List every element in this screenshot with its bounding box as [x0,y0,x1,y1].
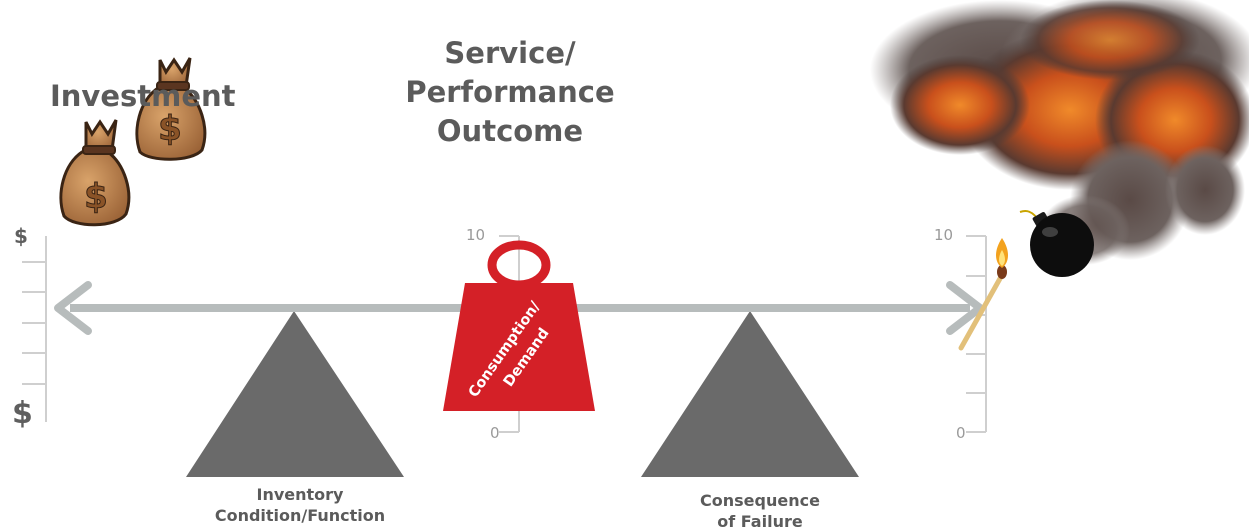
match-icon [958,238,1008,351]
left-fulcrum [186,311,404,477]
investment-label: Investment [50,79,236,113]
title-line-2: Performance [405,75,615,109]
consequence-caption-line1: Consequence [700,491,820,510]
inventory-caption: Inventory Condition/Function [160,484,440,526]
right-axis-top-label: 10 [934,226,954,244]
left-axis-top-label: $ [14,224,28,248]
consumption-weight: Consumption/ Demand [443,240,595,411]
inventory-caption-line1: Inventory [256,485,344,504]
inventory-caption-line2: Condition/Function [214,506,386,525]
diagram-title: Service/ Performance Outcome [370,34,650,151]
left-axis-bottom-label: $ [12,396,33,431]
right-axis [966,235,987,433]
consequence-caption: Consequence of Failure [630,490,890,531]
bomb-icon [1019,210,1094,277]
middle-axis-bottom-label: 0 [490,424,500,442]
right-axis-bottom-label: 0 [956,424,966,442]
left-axis [22,236,47,422]
right-fulcrum [641,311,859,477]
consequence-caption-line2: of Failure [717,512,803,531]
title-line-3: Outcome [436,114,584,148]
money-bag-icon: $ [135,57,207,161]
svg-text:$: $ [158,109,182,149]
money-bag-icon: $ [59,119,131,227]
middle-axis-top-label: 10 [466,226,486,244]
title-line-1: Service/ [444,36,576,70]
svg-text:$: $ [84,177,108,217]
